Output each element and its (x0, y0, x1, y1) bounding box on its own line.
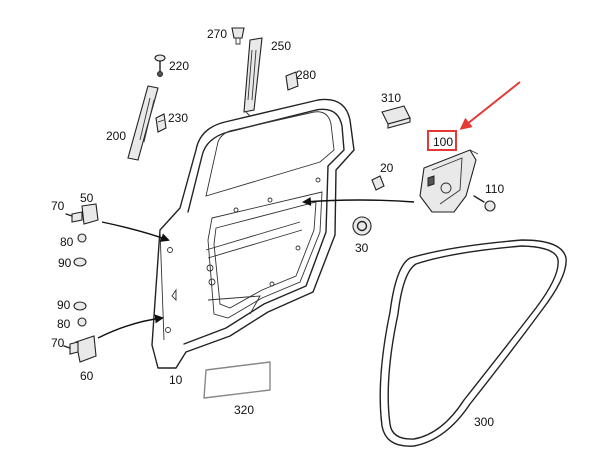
upper-hinge (65, 203, 99, 267)
label-80-lower: 80 (57, 317, 71, 331)
grommet (352, 216, 372, 236)
label-270: 270 (207, 27, 227, 41)
highlight-box (427, 130, 457, 151)
highlight-callout (427, 81, 521, 151)
weatherstrip-seal (379, 239, 567, 447)
part-labels: 10 20 30 50 60 70 70 80 80 90 90 100 110… (51, 27, 504, 429)
trim-clip (371, 175, 385, 191)
label-60: 60 (80, 369, 94, 383)
label-280: 280 (296, 68, 316, 82)
pin-part (154, 54, 166, 77)
label-230: 230 (168, 111, 188, 125)
label-310: 310 (381, 91, 401, 105)
small-clip (231, 27, 245, 45)
clip-part (155, 113, 167, 133)
label-300: 300 (474, 415, 494, 429)
door-lock (419, 149, 479, 213)
label-200: 200 (106, 129, 126, 143)
label-320: 320 (234, 403, 254, 417)
label-100: 100 (433, 135, 453, 149)
label-90-lower: 90 (57, 298, 71, 312)
screw-110 (473, 195, 496, 212)
label-110: 110 (485, 182, 504, 196)
label-50: 50 (80, 191, 94, 205)
label-250: 250 (271, 39, 291, 53)
window-channel (243, 37, 263, 117)
highlight-arrow (459, 81, 521, 130)
pad-part (381, 105, 411, 129)
label-80-upper: 80 (60, 235, 74, 249)
label-10: 10 (169, 373, 183, 387)
lower-hinge (63, 301, 97, 363)
label-70-upper: 70 (51, 199, 65, 213)
leader-arrows (97, 197, 415, 339)
window-guide-rail (127, 85, 159, 161)
label-90-upper: 90 (58, 256, 72, 270)
label-20: 20 (380, 161, 394, 175)
panel-320 (203, 361, 271, 399)
door-shell (151, 98, 355, 369)
label-220: 220 (169, 59, 189, 73)
label-30: 30 (355, 241, 369, 255)
bracket-part (285, 71, 299, 91)
label-70-lower: 70 (51, 336, 65, 350)
